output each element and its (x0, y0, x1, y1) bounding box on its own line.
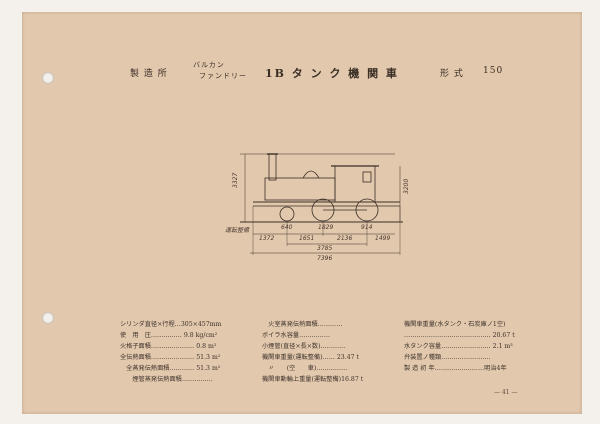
spec-left-3: 火格子面積………………… 0.8 m² (120, 343, 217, 350)
page-title: 1B タ ン ク 機 関 車 (265, 67, 399, 80)
spec-middle-5: 〃 (空 車)…………… (262, 365, 348, 372)
document-sheet (22, 12, 582, 414)
spec-right-2: …………………………………… 20.67 t (404, 332, 515, 339)
dim-640: 640 (281, 224, 293, 231)
height-dimension: 3327 (232, 173, 239, 188)
spec-middle-2: ボイラ水容量…………… (262, 332, 331, 339)
dim-914: 914 (361, 224, 373, 231)
locomotive-drawing: 3327 3200 運転整備 640 1829 914 1372 1651 21… (225, 153, 410, 262)
maker-name-line2: ファンドリー (199, 72, 247, 80)
spec-left-2: 使 用 圧…………… 9.8 kg/cm² (120, 332, 218, 339)
dim-1829: 1829 (318, 224, 333, 231)
wheelbase-dimension: 3785 (317, 245, 332, 252)
page-number: — 41 — (494, 389, 518, 396)
dim-1651: 1651 (299, 235, 314, 242)
rail-label: 運転整備 (225, 226, 250, 234)
length-dimension: 7396 (317, 255, 332, 262)
spec-left-5: 全蒸発伝熱面積………… 51.3 m² (120, 365, 221, 372)
maker-label: 製 造 所 (130, 69, 168, 79)
spec-right-3: 水タンク容量…………………… 2.1 m³ (404, 343, 513, 350)
dim-1372: 1372 (259, 235, 274, 242)
maker-name-line1: バルカン (193, 61, 225, 69)
spec-middle-6: 機関車動輪上重量(運転整備)16.87 t (262, 376, 364, 383)
type-number: 150 (483, 66, 504, 76)
type-label: 形 式 (440, 69, 464, 79)
binder-hole-top (42, 72, 54, 84)
spec-right-4: 弁装置ノ種類…………………… (404, 354, 491, 361)
spec-middle-1: 火室蒸発伝熱面積………… (262, 321, 343, 328)
spec-right-5: 製 造 初 年……………………明治4年 (404, 365, 507, 372)
chimney-dimension: 3200 (403, 179, 410, 194)
spec-left-6: 煙管蒸発伝熱面積…………… (120, 376, 213, 383)
spec-right-1: 機関車重量(水タンク・石炭庫ノ1空) (404, 321, 506, 328)
dim-2136: 2136 (337, 235, 352, 242)
spec-left-1: シリンダ直径×行程…305×457mm (120, 321, 222, 328)
dim-1499: 1499 (375, 235, 390, 242)
spec-middle-3: 小煙管(直径×長×数)………… (262, 343, 346, 350)
binder-hole-bottom (42, 312, 54, 324)
spec-left-4: 全伝熱面積………………… 51.3 m² (120, 354, 221, 361)
spec-middle-4: 機関車重量(運転整備)…… 23.47 t (262, 354, 360, 361)
